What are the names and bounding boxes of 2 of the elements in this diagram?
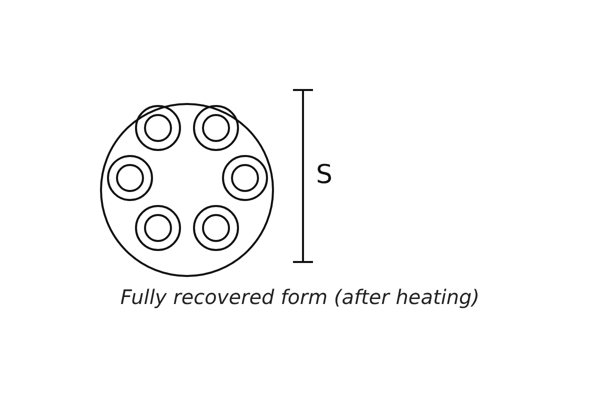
caption: Fully recovered form (after heating) (119, 285, 481, 309)
dimension-label: S (316, 160, 333, 190)
